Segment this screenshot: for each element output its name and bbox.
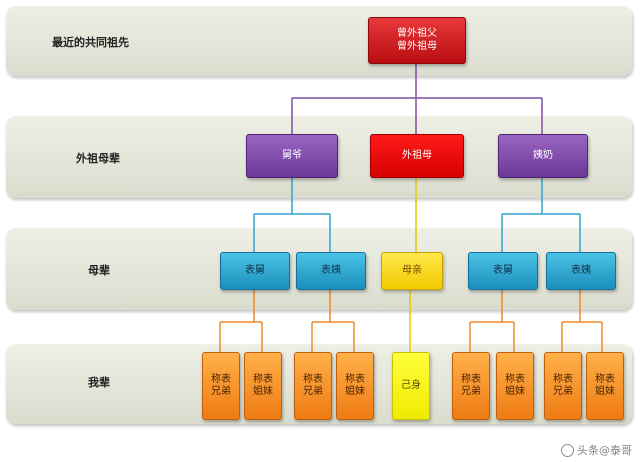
node-mother-label: 母亲 <box>402 264 422 276</box>
node-biaojiu-left: 表舅 <box>220 252 290 290</box>
band-common-ancestor <box>6 6 632 76</box>
node-yinai: 姨奶 <box>498 134 588 178</box>
node-waizumu-label: 外祖母 <box>402 149 432 161</box>
node-biaoyi-left-label: 表姨 <box>321 264 341 276</box>
cousin-line1: 称表 <box>303 373 323 385</box>
node-cousin-brother-1: 称表 兄弟 <box>202 352 240 420</box>
cousin-line1: 称表 <box>461 373 481 385</box>
node-biaoyi-right: 表姨 <box>546 252 616 290</box>
node-biaoyi-left: 表姨 <box>296 252 366 290</box>
cousin-line2: 兄弟 <box>461 386 481 397</box>
watermark-text: 头条@泰哥 <box>577 444 632 457</box>
cousin-line1: 称表 <box>505 373 525 385</box>
cousin-line2: 姐妹 <box>345 386 365 397</box>
node-self: 己身 <box>392 352 430 420</box>
cousin-line1: 称表 <box>253 373 273 385</box>
cousin-line2: 姐妹 <box>253 386 273 397</box>
node-cousin-sister-3: 称表 姐妹 <box>496 352 534 420</box>
band-label-mother-generation: 母辈 <box>88 264 110 277</box>
node-jiuye: 舅爷 <box>246 134 338 178</box>
node-biaojiu-right-label: 表舅 <box>493 264 513 276</box>
node-cousin-sister-2: 称表 姐妹 <box>336 352 374 420</box>
node-jiuye-label: 舅爷 <box>282 149 302 161</box>
node-waizumu: 外祖母 <box>370 134 464 178</box>
node-self-label: 己身 <box>401 379 421 391</box>
band-label-grandmother-generation: 外祖母辈 <box>76 152 120 165</box>
node-yinai-label: 姨奶 <box>533 149 553 161</box>
node-biaoyi-right-label: 表姨 <box>571 264 591 276</box>
toutiao-logo-icon <box>561 443 574 457</box>
node-cousin-sister-4: 称表 姐妹 <box>586 352 624 420</box>
node-cousin-brother-3: 称表 兄弟 <box>452 352 490 420</box>
cousin-line1: 称表 <box>345 373 365 385</box>
node-biaojiu-right: 表舅 <box>468 252 538 290</box>
cousin-line2: 兄弟 <box>303 386 323 397</box>
node-great-grandparents: 曾外祖父 曾外祖母 <box>368 17 466 64</box>
cousin-line1: 称表 <box>553 373 573 385</box>
cousin-line2: 兄弟 <box>553 386 573 397</box>
node-cousin-sister-1: 称表 姐妹 <box>244 352 282 420</box>
node-great-grandparents-line2: 曾外祖母 <box>397 40 437 52</box>
band-label-my-generation: 我辈 <box>88 376 110 389</box>
cousin-line2: 姐妹 <box>595 386 615 397</box>
cousin-line2: 兄弟 <box>211 386 231 397</box>
cousin-line2: 姐妹 <box>505 386 525 397</box>
band-label-common-ancestor: 最近的共同祖先 <box>52 36 129 49</box>
node-biaojiu-left-label: 表舅 <box>245 264 265 276</box>
watermark: 头条@泰哥 <box>561 442 632 458</box>
node-great-grandparents-line1: 曾外祖父 <box>397 28 437 39</box>
cousin-line1: 称表 <box>595 373 615 385</box>
node-cousin-brother-4: 称表 兄弟 <box>544 352 582 420</box>
node-mother: 母亲 <box>381 252 443 290</box>
cousin-line1: 称表 <box>211 373 231 385</box>
node-cousin-brother-2: 称表 兄弟 <box>294 352 332 420</box>
